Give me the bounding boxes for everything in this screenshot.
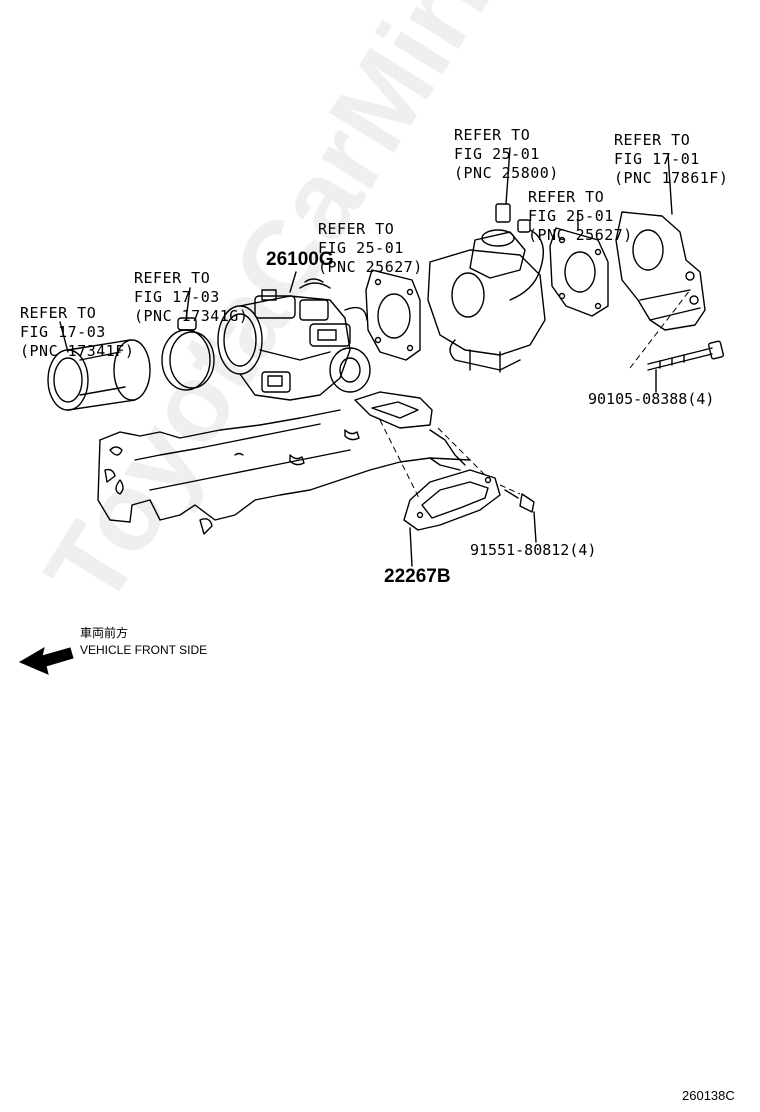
gasket-b-part: [549, 227, 609, 317]
leader-throttle: [289, 271, 297, 293]
arrow-left-icon: [18, 646, 74, 675]
leader-manifold: [667, 153, 673, 215]
part-number-bolt: 90105-08388(4): [588, 390, 715, 408]
throttle-body-part: [217, 278, 371, 401]
figure-code: 260138C: [682, 1088, 735, 1103]
direction-label-english: VEHICLE FRONT SIDE: [80, 643, 208, 657]
part-number-gasket: 22267B: [384, 566, 451, 587]
part-number-throttle-body: 26100G: [266, 249, 334, 270]
direction-label-japanese: 車両前方: [80, 626, 129, 640]
gasket-a-part: [365, 269, 421, 361]
leader-screw: [533, 511, 537, 543]
bolt-part: [647, 340, 725, 371]
clamp-part: [161, 317, 215, 391]
egr-valve-part: [427, 203, 546, 373]
leader-gasket: [409, 527, 413, 567]
screw-part: [504, 489, 535, 513]
gasket-22267b-part: [354, 391, 501, 531]
engine-block-outline: [97, 409, 471, 535]
manifold-elbow-part: [615, 211, 706, 331]
leader-hose: [59, 321, 69, 353]
leader-egr: [505, 147, 511, 205]
part-number-screw: 91551-80812(4): [470, 541, 597, 559]
leader-clamp: [185, 287, 191, 321]
